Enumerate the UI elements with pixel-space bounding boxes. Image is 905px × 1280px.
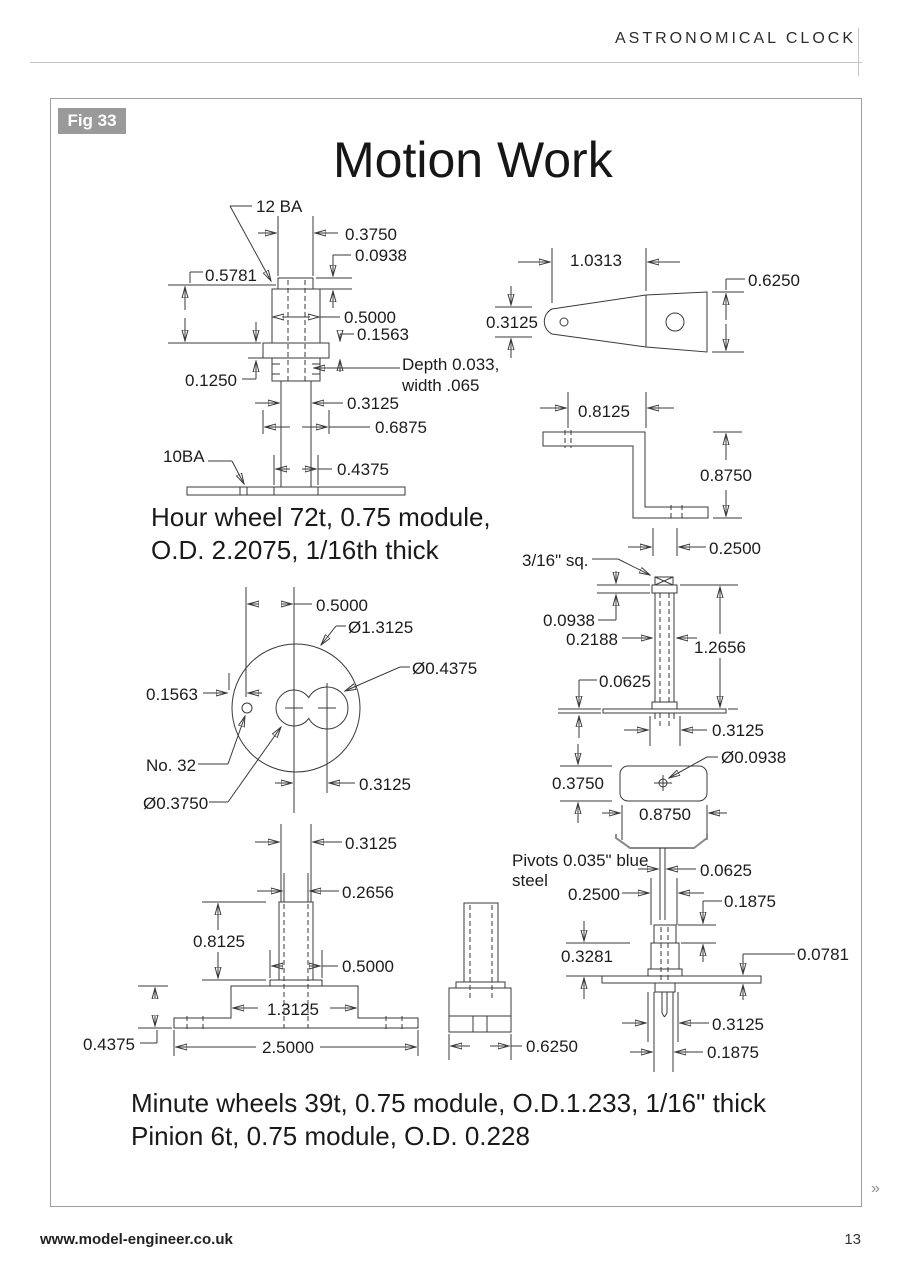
dim-label: 0.8125	[578, 402, 630, 421]
hour-wheel-pipe-drawing: 12 BA 0.3750 0.0938 0.5781 0.5000 0.1563…	[163, 197, 499, 496]
plate-plan-drawing: Ø0.0938 0.3750 0.8750	[552, 744, 786, 849]
minute-wheel-caption: Minute wheels 39t, 0.75 module, O.D.1.23…	[131, 1087, 766, 1153]
dim-label: 0.2500	[568, 885, 620, 904]
dim-label: 1.0313	[570, 251, 622, 270]
tapered-arm-drawing: 1.0313 0.6250 0.3125	[486, 248, 800, 358]
dim-label: 0.3125	[359, 775, 411, 794]
dim-label: 0.6250	[526, 1037, 578, 1056]
hour-wheel-caption: Hour wheel 72t, 0.75 module, O.D. 2.2075…	[151, 501, 491, 567]
hour-wheel-caption-line2: O.D. 2.2075, 1/16th thick	[151, 535, 439, 565]
dim-label: 0.3125	[345, 834, 397, 853]
dim-label: 0.3125	[347, 394, 399, 413]
dim-label: 12 BA	[256, 197, 303, 216]
dim-label: 0.2656	[342, 883, 394, 902]
dim-label: 0.1563	[357, 325, 409, 344]
minute-wheel-caption-line2: Pinion 6t, 0.75 module, O.D. 0.228	[131, 1121, 530, 1151]
dim-label: Ø0.0938	[721, 748, 786, 767]
dim-label: 1.3125	[267, 1000, 319, 1019]
dim-label: 1.2656	[694, 638, 746, 657]
header-rule	[30, 62, 862, 63]
square-arbor-drawing: 3/16" sq. 0.0938 0.2188 1.2656 0.0625 0.…	[522, 551, 764, 746]
dim-label: 0.8750	[700, 466, 752, 485]
dim-label: 2.5000	[262, 1038, 314, 1057]
dim-label: 0.8750	[639, 805, 691, 824]
minute-wheel-caption-line1: Minute wheels 39t, 0.75 module, O.D.1.23…	[131, 1088, 767, 1118]
figure-frame: Fig 33 Motion Work Hour wheel 72t, 0.75 …	[50, 98, 862, 1207]
dim-label: 0.5000	[316, 596, 368, 615]
dim-label: 0.3125	[712, 721, 764, 740]
website-url: www.model-engineer.co.uk	[40, 1231, 233, 1248]
dim-label: Ø1.3125	[348, 618, 413, 637]
dim-label: 0.3281	[561, 947, 613, 966]
dim-label: 0.5000	[344, 308, 396, 327]
dim-label: 0.0938	[355, 246, 407, 265]
magazine-section-title: ASTRONOMICAL CLOCK	[615, 30, 856, 47]
dim-label: 0.2188	[566, 630, 618, 649]
dim-label: 0.4375	[83, 1035, 135, 1054]
dim-label: 3/16" sq.	[522, 551, 589, 570]
continued-chevron-icon: »	[871, 1180, 880, 1197]
bridge-drawing: 0.3125 0.2656 0.8125 0.5000 1.3125 2.500…	[83, 824, 419, 1057]
z-bracket-drawing: 0.8125 0.8750 0.2500	[540, 392, 761, 558]
arbor-drawing: Pivots 0.035" blue steel 0.0625 0.2500 0…	[512, 848, 849, 1072]
dim-label: 10BA	[163, 447, 205, 466]
dim-label: Ø0.4375	[412, 659, 477, 678]
dim-label: 0.3750	[552, 774, 604, 793]
figure-number-badge: Fig 33	[58, 108, 126, 134]
dim-label: 0.8125	[193, 932, 245, 951]
dim-label: 0.5781	[205, 266, 257, 285]
dim-label: 0.5000	[342, 957, 394, 976]
dim-label: No. 32	[146, 756, 196, 775]
dim-label: 0.0625	[700, 861, 752, 880]
pivot-note-line1: Pivots 0.035" blue	[512, 851, 648, 870]
collet-drawing: 0.6250	[448, 902, 578, 1060]
dim-label: 0.3125	[486, 313, 538, 332]
wheel-boss-drawing: 0.5000 Ø1.3125 Ø0.4375 0.1563 No. 32 0.3…	[143, 587, 477, 813]
page-number: 13	[844, 1231, 861, 1248]
dim-label: 0.1875	[707, 1043, 759, 1062]
dim-label: 0.0938	[543, 611, 595, 630]
dim-label: width .065	[401, 376, 480, 395]
dim-label: 0.0625	[599, 672, 651, 691]
dim-label: 0.1563	[146, 685, 198, 704]
dim-label: 0.6875	[375, 418, 427, 437]
dim-label: 0.6250	[748, 271, 800, 290]
dim-label: 0.4375	[337, 460, 389, 479]
pivot-note-line2: steel	[512, 871, 548, 890]
hour-wheel-caption-line1: Hour wheel 72t, 0.75 module,	[151, 502, 491, 532]
dim-label: 0.1875	[724, 892, 776, 911]
dim-label: Depth 0.033,	[402, 355, 499, 374]
dim-label: Ø0.3750	[143, 794, 208, 813]
header-rule-tick	[858, 28, 859, 76]
dim-label: 0.3125	[712, 1015, 764, 1034]
dim-label: 0.3750	[345, 225, 397, 244]
dim-label: 0.0781	[797, 945, 849, 964]
dim-label: 0.1250	[185, 371, 237, 390]
dim-label: 0.2500	[709, 539, 761, 558]
figure-title: Motion Work	[333, 132, 613, 188]
